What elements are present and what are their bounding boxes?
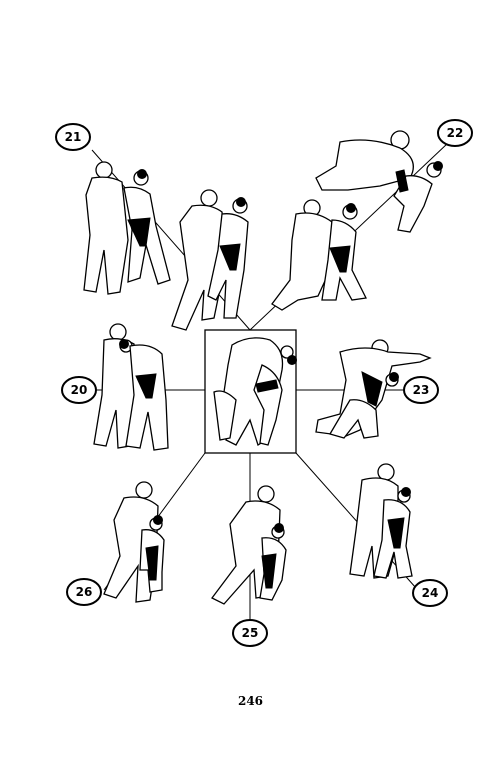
badge-22-label: 22 [447, 126, 464, 140]
badge-26: 26 [66, 578, 102, 606]
illustration-25-pair [211, 485, 287, 605]
badge-26-label: 26 [76, 585, 93, 599]
badge-24: 24 [412, 579, 448, 607]
badge-25-label: 25 [242, 626, 259, 640]
illustration-20-pair [93, 323, 169, 451]
badge-20-label: 20 [71, 383, 88, 397]
badge-23: 23 [403, 376, 439, 404]
center-frame [204, 329, 297, 454]
illustration-24-pair [349, 463, 413, 579]
illustration-22b-pair [271, 199, 367, 311]
badge-22: 22 [437, 119, 473, 147]
illustration-22-throw [315, 130, 443, 233]
badge-25: 25 [232, 619, 268, 647]
badge-21: 21 [55, 123, 91, 151]
illustration-21b-pair [171, 189, 249, 331]
badge-24-label: 24 [422, 586, 439, 600]
illustration-26-pair [103, 481, 165, 603]
badge-23-label: 23 [413, 383, 430, 397]
center-judoka-pair [213, 337, 297, 446]
badge-21-label: 21 [65, 130, 82, 144]
page-number: 246 [237, 694, 264, 708]
illustration-21-grip [83, 161, 171, 295]
badge-20: 20 [61, 376, 97, 404]
illustration-23-pair [315, 339, 432, 439]
